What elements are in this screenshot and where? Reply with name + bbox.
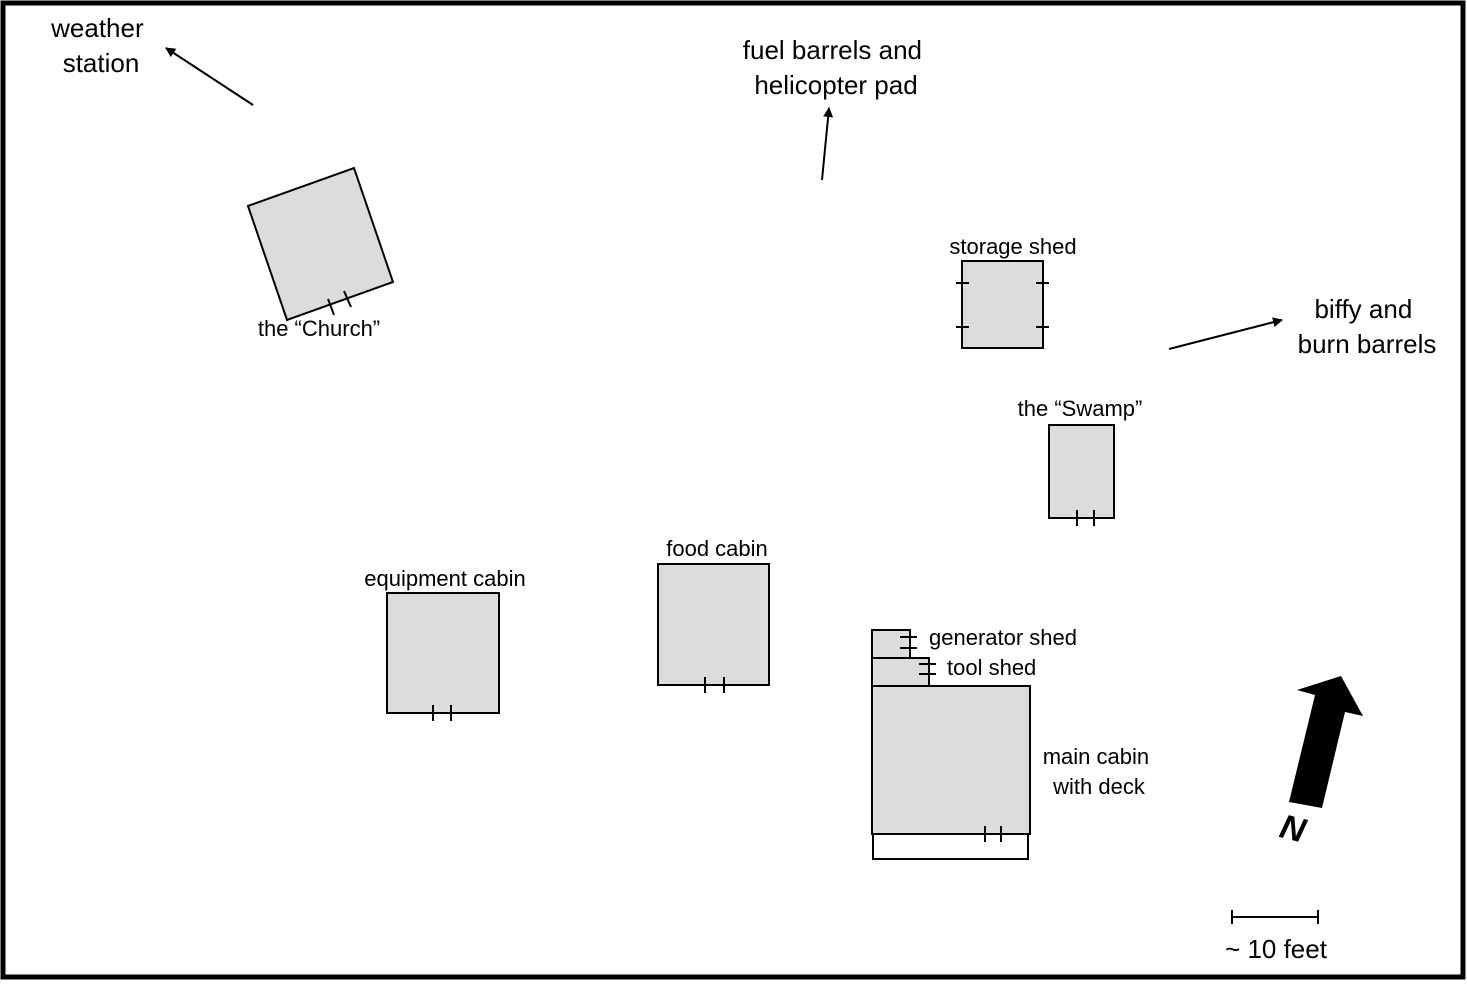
biffy-label-line1: biffy and: [1314, 294, 1412, 324]
main-cabin-label-line1: main cabin: [1043, 744, 1149, 769]
equipment-cabin-label: equipment cabin: [364, 566, 525, 591]
scale-bar: ~ 10 feet: [1225, 910, 1328, 964]
food-cabin-building: food cabin: [657, 536, 770, 693]
biffy-label-line2: burn barrels: [1298, 329, 1437, 359]
generator-shed-building: [871, 629, 911, 659]
north-arrow: N: [1276, 676, 1363, 851]
church-label: the “Church”: [258, 316, 380, 341]
weather-station-label-line1: weather: [50, 13, 144, 43]
swamp-building: the “Swamp”: [1018, 396, 1143, 526]
tool-shed-label: tool shed: [947, 655, 1036, 680]
fuel-helipad-pointer: fuel barrels and helicopter pad: [743, 35, 929, 181]
main-cabin-complex: generator shed tool shed main cabin with…: [871, 625, 1156, 860]
food-cabin-label: food cabin: [666, 536, 768, 561]
svg-text:weather station: weather station: [50, 13, 151, 78]
svg-text:main cabin with deck: main cabin with deck: [1043, 744, 1156, 799]
svg-text:biffy and burn barrels: biffy and burn barrels: [1298, 294, 1437, 359]
tool-shed-building: [871, 657, 930, 687]
swamp-label: the “Swamp”: [1018, 396, 1143, 421]
scale-label: ~ 10 feet: [1225, 934, 1328, 964]
fuel-helipad-label-line1: fuel barrels and: [743, 35, 922, 65]
biffy-arrow-icon: [1168, 317, 1283, 350]
weather-station-pointer: weather station: [50, 13, 254, 106]
generator-shed-label: generator shed: [929, 625, 1077, 650]
north-arrow-icon: [1289, 676, 1363, 808]
equipment-cabin-building: equipment cabin: [364, 566, 526, 721]
svg-text:fuel barrels and helicop: fuel barrels and helicopter pad: [743, 35, 929, 100]
weather-station-label-line2: station: [63, 48, 140, 78]
main-cabin-label-line2: with deck: [1052, 774, 1146, 799]
main-cabin-building: [871, 685, 1031, 835]
fuel-helipad-arrow-icon: [821, 107, 834, 181]
fuel-helipad-label-line2: helicopter pad: [754, 70, 917, 100]
main-cabin-deck: [872, 832, 1029, 860]
church-building: the “Church”: [246, 166, 395, 341]
storage-shed-building: storage shed: [949, 234, 1077, 349]
storage-shed-label: storage shed: [949, 234, 1076, 259]
weather-station-arrow-icon: [165, 47, 254, 106]
biffy-pointer: biffy and burn barrels: [1168, 294, 1437, 359]
